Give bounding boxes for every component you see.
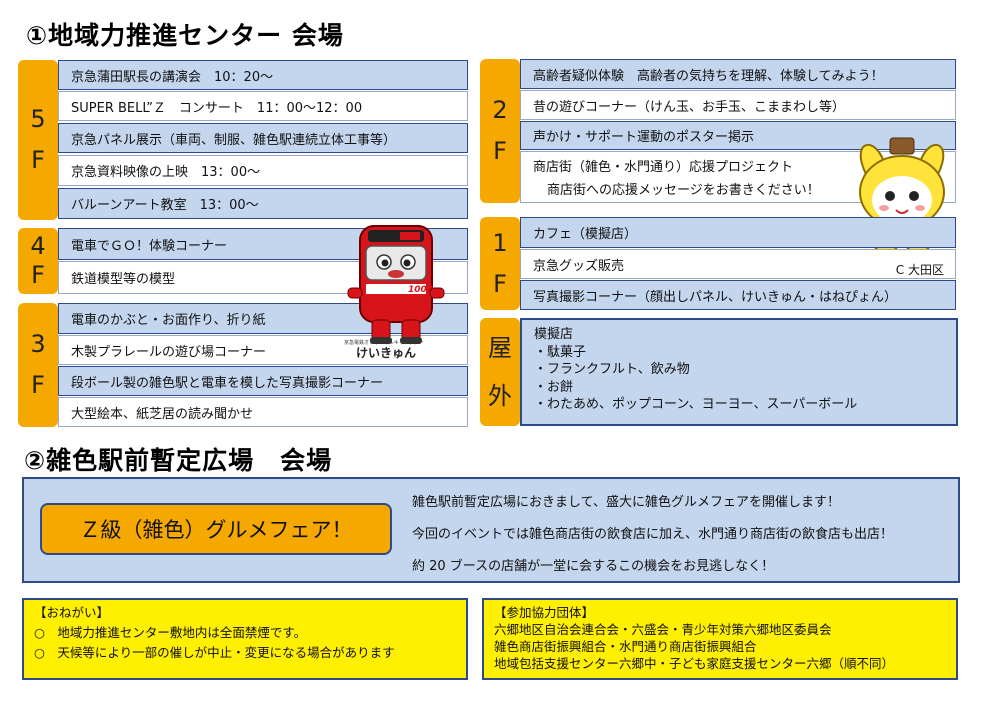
partners-line: 地域包括支援センター六郷中・子ども家庭支援センター六郷（順不同） bbox=[494, 656, 895, 671]
floor-3f-f: F bbox=[31, 371, 45, 399]
floor-2f-list: 高齢者疑似体験 高齢者の気持ちを理解、体験してみよう！ 昔の遊びコーナー（けん玉… bbox=[520, 59, 956, 203]
floor-3f-num: 3 bbox=[30, 330, 46, 359]
outdoor-char: 外 bbox=[488, 382, 512, 410]
notice-box: 【おねがい】 ○ 地域力推進センター敷地内は全面禁煙です。 ○ 天候等により一部… bbox=[22, 598, 468, 680]
floor-1f-badge: 1 F bbox=[480, 217, 520, 310]
list-item: 電車のかぶと・お面作り、折り紙 bbox=[58, 303, 468, 334]
list-item: 京急グッズ販売 bbox=[520, 249, 956, 279]
list-item: 段ボール製の雑色駅と電車を模した写真撮影コーナー bbox=[58, 366, 468, 396]
outdoor-line: ・わたあめ、ポップコーン、ヨーヨー、スーパーボール bbox=[534, 397, 858, 412]
notice-title: 【おねがい】 bbox=[34, 605, 110, 620]
list-item: 声かけ・サポート運動のポスター掲示 bbox=[520, 121, 956, 150]
hanepyon-icon bbox=[859, 137, 945, 253]
floor-4f-badge: 4 F bbox=[18, 228, 58, 294]
partners-box: 【参加協力団体】 六郷地区自治会連合会・六盛会・青少年対策六郷地区委員会 雑色商… bbox=[482, 598, 958, 680]
keikyun-mascot: 1000 京急電鉄オフィシャルキャラクター けいきゅん bbox=[342, 222, 450, 360]
floor-4f-f: F bbox=[31, 261, 45, 289]
floor-1f-num: 1 bbox=[492, 228, 508, 257]
outdoor-line: ・駄菓子 bbox=[534, 344, 587, 360]
section1-title: ①地域力推進センター 会場 bbox=[26, 21, 344, 50]
floor-3f-badge: 3 F bbox=[18, 303, 58, 427]
outdoor-char: 屋 bbox=[488, 334, 512, 362]
floor-5f-badge: 5 F bbox=[18, 60, 58, 220]
outdoor-panel: 模擬店 ・駄菓子 ・フランクフルト、飲み物 ・お餅 ・わたあめ、ポップコーン、ヨ… bbox=[520, 318, 958, 426]
floor-5f-num: 5 bbox=[30, 105, 46, 134]
partners-line: 雑色商店街振興組合・水門通り商店街振興組合 bbox=[494, 639, 757, 654]
project-line: 商店街への応援メッセージをお書きください！ bbox=[547, 183, 820, 198]
partners-title: 【参加協力団体】 bbox=[494, 605, 595, 620]
floor-outdoor-badge: 屋 外 bbox=[480, 318, 520, 426]
list-item: 写真撮影コーナー（顔出しパネル、けいきゅん・はねぴょん） bbox=[520, 280, 956, 310]
project-line: 商店街（雑色・水門通り）応援プロジェクト bbox=[533, 160, 794, 175]
outdoor-line: 模擬店 bbox=[534, 327, 574, 342]
list-item: 木製プラレールの遊び場コーナー bbox=[58, 335, 468, 365]
notice-line: ○ 地域力推進センター敷地内は全面禁煙です。 bbox=[34, 625, 307, 640]
list-item: 京急資料映像の上映 13：00～ bbox=[58, 155, 468, 186]
list-item: 大型絵本、紙芝居の読み聞かせ bbox=[58, 397, 468, 427]
gourmet-line: 約 20 ブースの店舗が一堂に会するこの機会をお見逃しなく！ bbox=[412, 559, 775, 574]
gourmet-panel: Ｚ級（雑色）グルメフェア！ 雑色駅前暫定広場におきまして、盛大に雑色グルメフェア… bbox=[22, 477, 960, 583]
list-item: カフェ（模擬店） bbox=[520, 217, 956, 248]
keikyun-train-icon: 1000 bbox=[347, 225, 445, 344]
gourmet-line: 雑色駅前暫定広場におきまして、盛大に雑色グルメフェアを開催します！ bbox=[412, 495, 840, 510]
list-item: 京急パネル展示（車両、制服、雑色駅連続立体工事等） bbox=[58, 123, 468, 153]
svg-text:1000: 1000 bbox=[408, 285, 433, 295]
floor-2f-badge: 2 F bbox=[480, 59, 520, 203]
floor-1f-f: F bbox=[493, 269, 507, 298]
list-item: 京急蒲田駅長の講演会 10：20～ bbox=[58, 60, 468, 90]
list-item: バルーンアート教室 13：00～ bbox=[58, 188, 468, 219]
list-item: 昔の遊びコーナー（けん玉、お手玉、こままわし等） bbox=[520, 90, 956, 120]
floor-5f-list: 京急蒲田駅長の講演会 10：20～ SUPER BELL”Ｚ コンサート 11：… bbox=[58, 60, 468, 220]
list-item: 高齢者疑似体験 高齢者の気持ちを理解、体験してみよう！ bbox=[520, 59, 956, 89]
list-item: SUPER BELL”Ｚ コンサート 11：00～12：00 bbox=[58, 91, 468, 121]
gourmet-badge: Ｚ級（雑色）グルメフェア！ bbox=[40, 503, 392, 555]
mascot-caption-small: 京急電鉄オフィシャルキャラクター bbox=[344, 340, 424, 346]
floor-2f-num: 2 bbox=[492, 96, 508, 125]
floor-4f-num: 4 bbox=[30, 232, 46, 261]
mascot-caption: けいきゅん bbox=[356, 346, 417, 360]
floor-5f-f: F bbox=[31, 146, 45, 174]
gourmet-line: 今回のイベントでは雑色商店街の飲食店に加え、水門通り商店街の飲食店も出店！ bbox=[412, 527, 894, 542]
notice-line: ○ 天候等により一部の催しが中止・変更になる場合があります bbox=[34, 645, 395, 660]
outdoor-line: ・お餅 bbox=[534, 379, 574, 395]
floor-2f-f: F bbox=[493, 137, 507, 165]
floor-1f-list: カフェ（模擬店） 京急グッズ販売 C 大田区 写真撮影コーナー（顔出しパネル、け… bbox=[520, 217, 956, 310]
hanepyon-mascot bbox=[846, 134, 958, 256]
partners-line: 六郷地区自治会連合会・六盛会・青少年対策六郷地区委員会 bbox=[494, 622, 832, 637]
floor-3f-list: 電車のかぶと・お面作り、折り紙 木製プラレールの遊び場コーナー 段ボール製の雑色… bbox=[58, 303, 468, 427]
outdoor-line: ・フランクフルト、飲み物 bbox=[534, 362, 690, 377]
copyright-credit: C 大田区 bbox=[895, 263, 944, 277]
section2-title: ②雑色駅前暫定広場 会場 bbox=[24, 446, 333, 475]
